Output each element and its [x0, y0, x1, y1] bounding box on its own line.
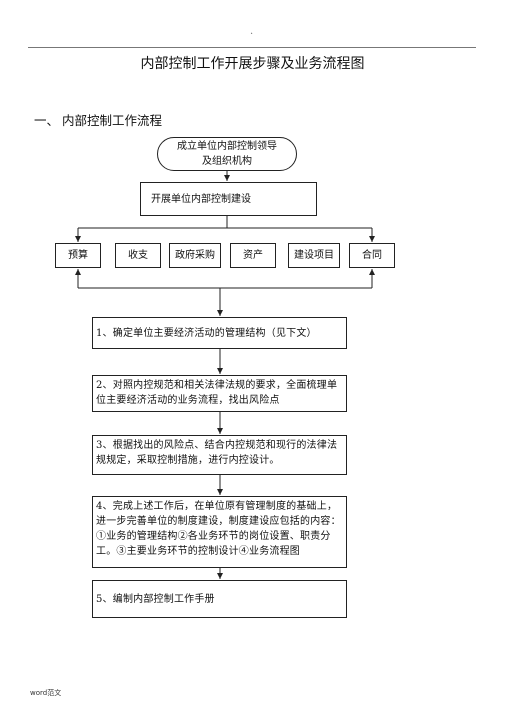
flow-build-label: 开展单位内部控制建设 [151, 193, 251, 205]
footer-label: word范文 [30, 689, 62, 697]
document-title: 内部控制工作开展步骤及业务流程图 [140, 56, 365, 72]
section-title: 内部控制工作流程 [62, 113, 163, 128]
step-1: 1、确定单位主要经济活动的管理结构（见下文） [92, 317, 347, 349]
header-rule [28, 47, 476, 48]
category-assets: 资产 [230, 243, 276, 268]
flow-start-label: 成立单位内部控制领导 及组织机构 [177, 141, 277, 167]
step-2: 2、对照内控规范和相关法律法规的要求，全面梳理单位主要经济活动的业务流程，找出风… [92, 375, 347, 412]
category-construction: 建设项目 [288, 243, 340, 268]
flow-build-node: 开展单位内部控制建设 [140, 182, 317, 216]
step-5: 5、编制内部控制工作手册 [92, 580, 347, 618]
category-procurement: 政府采购 [169, 243, 221, 268]
flow-start-node: 成立单位内部控制领导 及组织机构 [157, 137, 297, 171]
category-income-expense: 收支 [115, 243, 161, 268]
step-4: 4、完成上述工作后，在单位原有管理制度的基础上，进一步完善单位的制度建设，制度建… [92, 496, 347, 568]
header-dot: . [250, 26, 254, 37]
step-3: 3、根据找出的风险点、结合内控规范和现行的法律法规规定，采取控制措施，进行内控设… [92, 435, 347, 475]
section-heading: 一、内部控制工作流程 [34, 110, 162, 129]
category-budget: 预算 [55, 243, 101, 268]
section-number: 一、 [34, 113, 60, 128]
category-contract: 合同 [349, 243, 395, 268]
